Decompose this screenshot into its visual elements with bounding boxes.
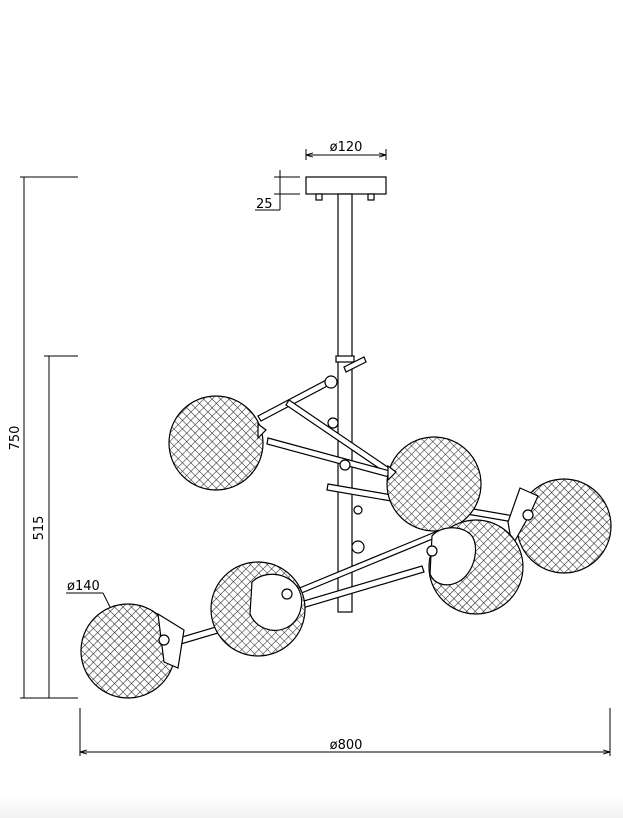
globe-diameter-label: ø140 [67, 579, 100, 594]
canopy-diameter-label: ø120 [330, 140, 363, 155]
globe-lower-right [426, 519, 524, 615]
globes [80, 395, 612, 699]
dim-canopy-height: 25 [255, 170, 300, 212]
arm-upper-left [257, 377, 334, 422]
globe-lower-left [80, 603, 185, 699]
page-bottom-edge [0, 796, 623, 818]
total-width-label: ø800 [330, 738, 363, 753]
central-stem [335, 193, 355, 613]
arm-upper-stub [343, 356, 367, 373]
dim-globe-diameter: ø140 [66, 579, 111, 608]
globe-far-right [507, 478, 612, 574]
dim-total-height: 750 [8, 176, 78, 699]
globe-upper-left [168, 395, 267, 491]
dim-canopy-diameter: ø120 [305, 140, 387, 160]
canopy-height-label: 25 [256, 197, 273, 212]
body-height-label: 515 [32, 516, 47, 541]
globe-center-right [386, 436, 482, 532]
total-height-label: 750 [8, 426, 23, 451]
dim-total-width: ø800 [79, 708, 611, 756]
globe-lower-center [210, 561, 306, 657]
dim-body-height: 515 [32, 355, 78, 698]
